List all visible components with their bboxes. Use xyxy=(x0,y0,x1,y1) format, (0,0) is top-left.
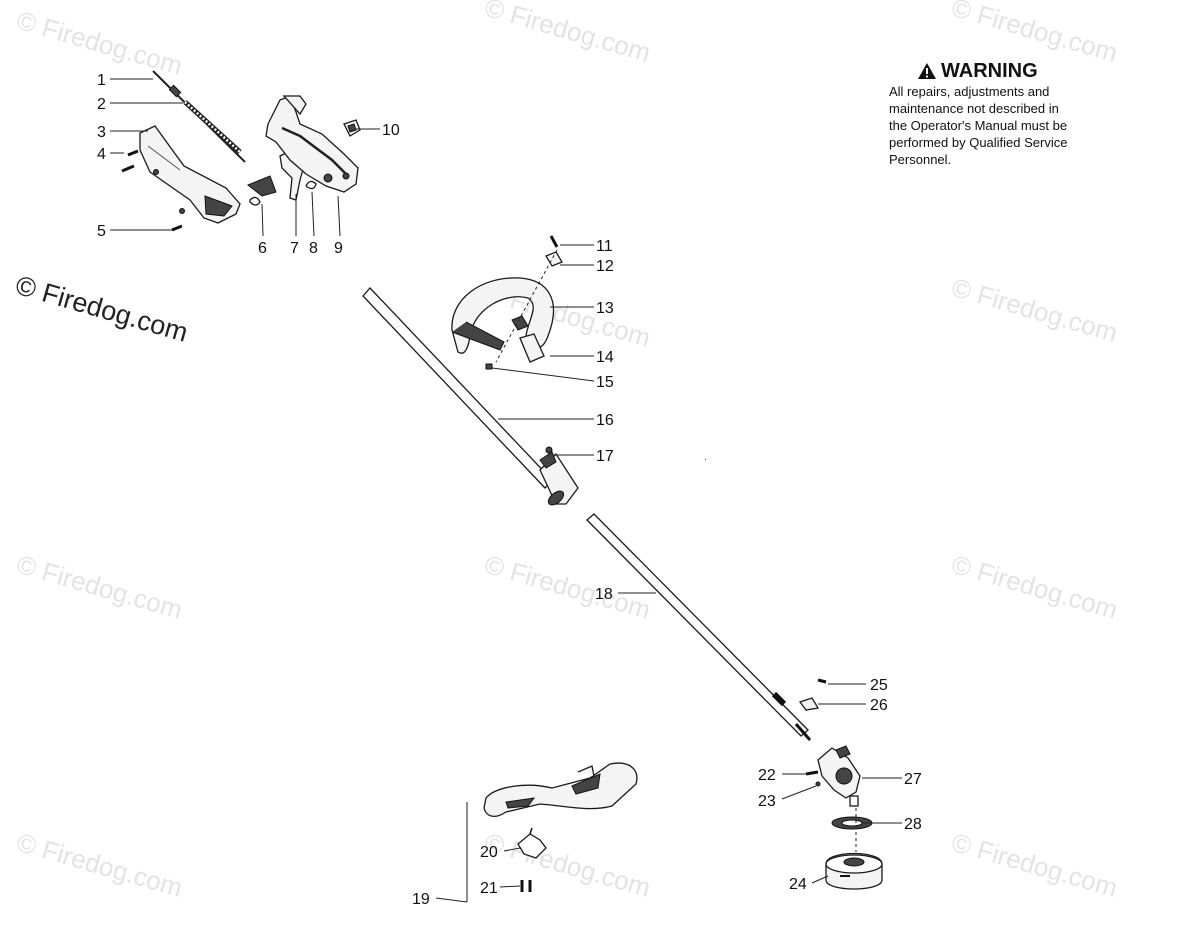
callout-3: 3 xyxy=(97,124,106,141)
handle-clamp xyxy=(519,333,545,363)
watermark: © Firedog.com xyxy=(948,827,1121,903)
screw-part-25 xyxy=(817,678,827,684)
callout-6: 6 xyxy=(258,240,267,257)
watermark: © Firedog.com xyxy=(13,5,186,81)
callout-9: 9 xyxy=(334,240,343,257)
warning-triangle-icon xyxy=(918,63,936,79)
callout-11: 11 xyxy=(596,238,613,255)
warning-body: All repairs, adjustments and maintenance… xyxy=(889,84,1068,167)
rear-handle-housing xyxy=(139,125,241,224)
callout-5: 5 xyxy=(97,223,106,240)
watermark: © Firedog.com xyxy=(948,549,1121,625)
gearhead-assembly xyxy=(798,678,883,890)
warning-title-row: WARNING xyxy=(917,60,1119,82)
leader-lines xyxy=(110,78,902,903)
callout-18: 18 xyxy=(595,586,613,603)
callout-14: 14 xyxy=(596,349,614,366)
callout-12: 12 xyxy=(596,258,614,275)
watermark: © Firedog.com xyxy=(13,549,186,625)
cable-ferrule xyxy=(168,84,182,98)
callout-27: 27 xyxy=(904,771,922,788)
front-handle-assembly xyxy=(451,235,563,370)
callout-28: 28 xyxy=(904,816,922,833)
callout-16: 16 xyxy=(596,412,614,429)
callout-7: 7 xyxy=(290,240,299,257)
callout-4: 4 xyxy=(97,146,106,163)
throttle-handle-assembly xyxy=(121,70,361,232)
callout-2: 2 xyxy=(97,96,106,113)
callout-24: 24 xyxy=(789,876,807,893)
callout-numbers: 1 2 3 4 5 6 7 8 9 10 11 12 13 14 15 16 1… xyxy=(97,72,922,908)
nut-part-15 xyxy=(485,363,493,370)
debris-shield-assembly xyxy=(466,762,638,902)
stray-mark: · xyxy=(704,454,707,464)
knob-part-17 xyxy=(545,446,553,454)
callout-1: 1 xyxy=(97,72,106,89)
nut-part-23 xyxy=(815,781,821,787)
callout-25: 25 xyxy=(870,677,888,694)
watermark: © Firedog.com xyxy=(948,0,1121,68)
callout-10: 10 xyxy=(382,122,400,139)
warning-title: WARNING xyxy=(941,60,1038,82)
callout-26: 26 xyxy=(870,697,888,714)
clamp-part-26 xyxy=(798,697,820,711)
debris-shield xyxy=(483,762,638,818)
bolt-part-11 xyxy=(549,235,559,248)
watermark: © Firedog.com xyxy=(13,827,186,903)
callout-13: 13 xyxy=(596,300,614,317)
upper-shaft xyxy=(362,287,579,506)
lower-drive-tube xyxy=(586,513,809,737)
watermark-prominent: © Firedog.com xyxy=(12,270,191,348)
callout-8: 8 xyxy=(309,240,318,257)
lower-shaft xyxy=(586,513,812,741)
trigger-spring xyxy=(305,180,317,190)
warning-notice: WARNING All repairs, adjustments and mai… xyxy=(889,60,1119,168)
callout-21: 21 xyxy=(480,880,498,897)
watermark: © Firedog.com xyxy=(481,0,654,68)
watermark: © Firedog.com xyxy=(481,827,654,903)
callout-23: 23 xyxy=(758,793,776,810)
screw-part-21 xyxy=(520,880,532,892)
screw-part-22 xyxy=(805,770,819,776)
callout-22: 22 xyxy=(758,767,776,784)
spring-part-6 xyxy=(249,196,261,206)
nut-part-12 xyxy=(545,251,563,267)
callout-19: 19 xyxy=(412,891,430,908)
callout-15: 15 xyxy=(596,374,614,391)
watermark: © Firedog.com xyxy=(948,272,1121,348)
screw-part-5 xyxy=(171,224,183,232)
callout-17: 17 xyxy=(596,448,614,465)
screw-part-4 xyxy=(121,149,185,214)
callout-20: 20 xyxy=(480,844,498,861)
